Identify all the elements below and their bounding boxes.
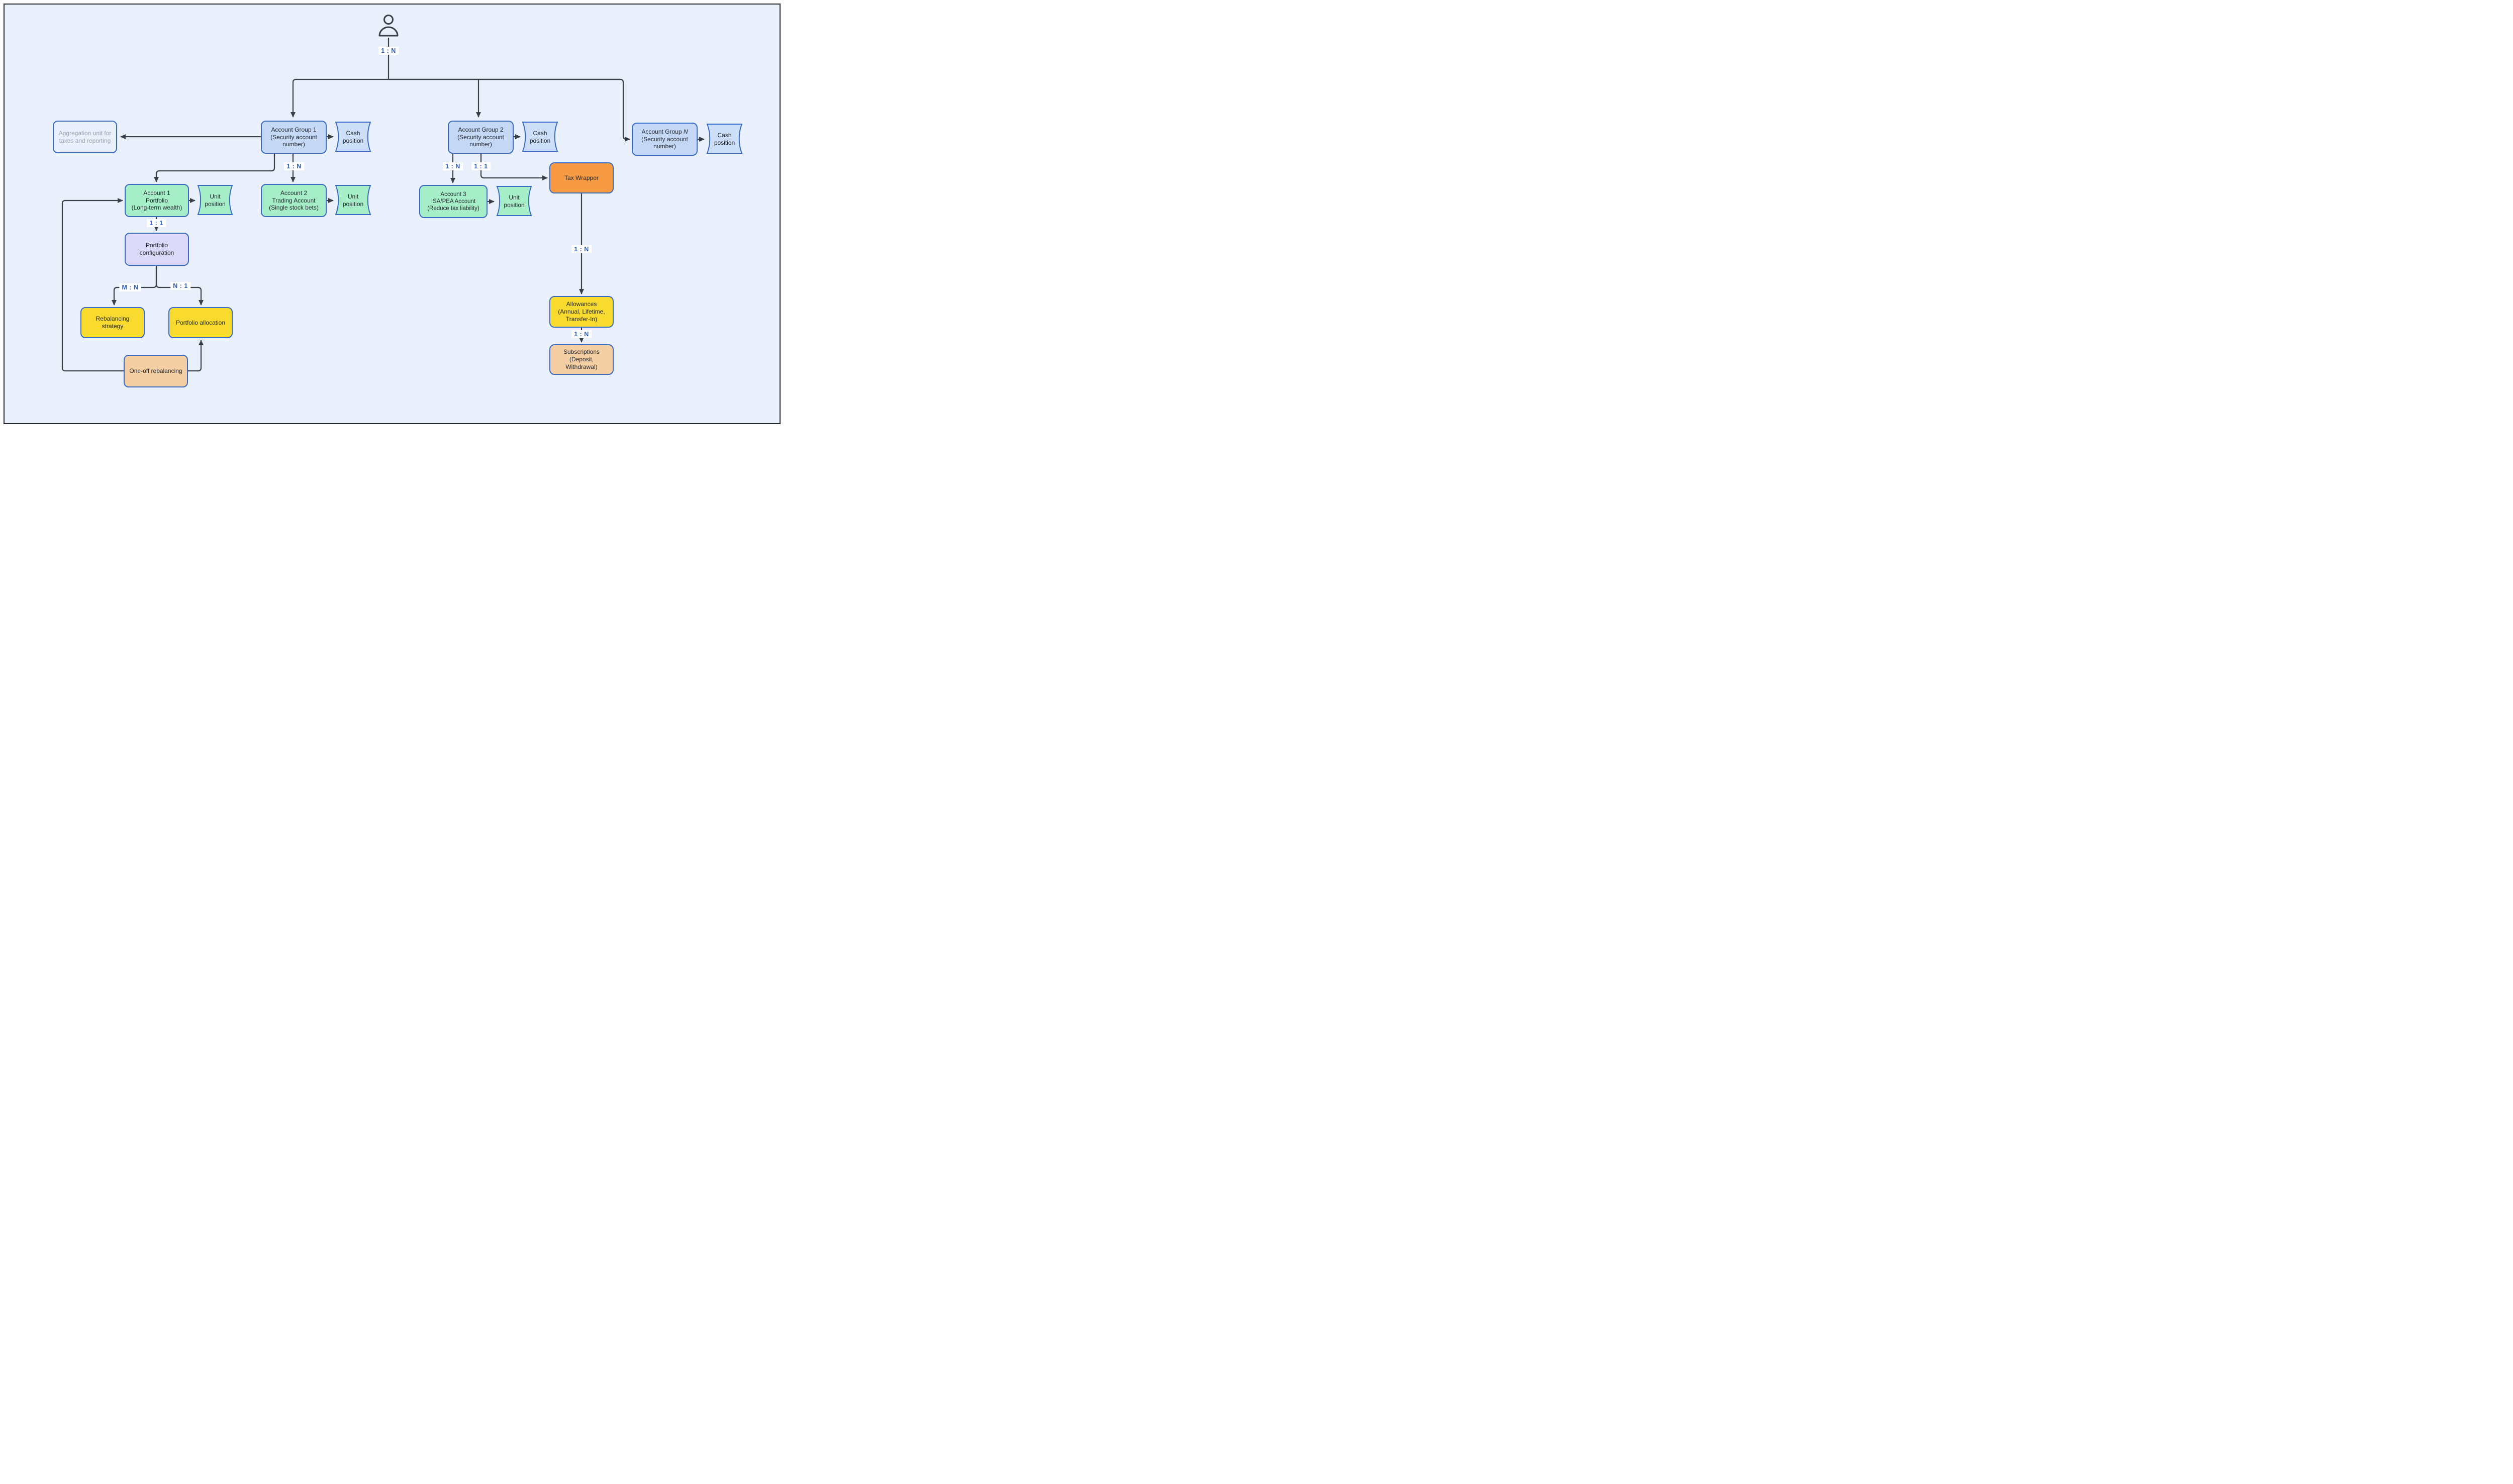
allowances-node: Allowances (Annual, Lifetime, Transfer-I… [549,296,614,328]
account-group-2-node: Account Group 2 (Security account number… [448,121,514,154]
tax-wrapper-node: Tax Wrapper [549,162,614,193]
unit-position-2-label: Unit position [342,192,364,208]
one-off-rebalancing-node: One-off rebalancing [124,355,188,387]
relation-allowances-subscriptions: 1 : N [571,330,592,338]
cash-position-1-node: Cash position [334,121,372,153]
document-shape-icon [706,124,743,154]
tax-wrapper-label: Tax Wrapper [564,174,599,181]
relation-configuration-rebalancing: M : N [119,283,141,291]
account-group-n-label: Account Group N (Security account number… [641,128,688,150]
document-shape-icon [335,122,371,152]
relation-taxwrapper-allowances: 1 : N [571,245,592,253]
diagram-canvas: Aggregation unit for taxes and reporting… [0,0,784,428]
canvas-frame [4,4,781,424]
one-off-rebalancing-label: One-off rebalancing [129,367,182,375]
cash-position-n-label: Cash position [714,131,735,146]
document-shape-icon [496,186,532,216]
cash-position-2-label: Cash position [529,129,551,144]
account-1-label: Account 1 Portfolio (Long-term wealth) [131,189,182,212]
relation-configuration-allocation: N : 1 [170,282,190,290]
unit-position-1-node: Unit position [196,184,234,217]
cash-position-2-node: Cash position [521,121,559,153]
relation-user-groups: 1 : N [378,47,399,55]
account-group-1-label: Account Group 1 (Security account number… [270,126,317,148]
portfolio-allocation-node: Portfolio allocation [168,307,233,338]
allowances-label: Allowances (Annual, Lifetime, Transfer-I… [558,301,605,323]
unit-position-1-label: Unit position [205,192,226,208]
cash-position-1-label: Cash position [342,129,364,144]
document-shape-icon [197,185,233,215]
portfolio-allocation-label: Portfolio allocation [175,319,226,326]
aggregation-unit-label: Aggregation unit for taxes and reporting [58,129,112,144]
relation-group1-account2: 1 : N [284,162,304,170]
account-group-1-node: Account Group 1 (Security account number… [261,121,327,154]
cash-position-n-node: Cash position [705,123,744,155]
rebalancing-strategy-node: Rebalancing strategy [80,307,145,338]
document-shape-icon [335,185,371,215]
account-group-n-node: Account Group N (Security account number… [632,123,698,156]
portfolio-configuration-node: Portfolio configuration [125,233,189,266]
relation-group2-account3: 1 : N [443,162,463,170]
account-group-2-label: Account Group 2 (Security account number… [457,126,504,148]
unit-position-3-label: Unit position [504,193,525,209]
portfolio-configuration-label: Portfolio configuration [139,242,174,256]
document-shape-icon [522,122,558,152]
account-3-node: Account 3 ISA/PEA Account (Reduce tax li… [419,185,488,218]
subscriptions-label: Subscriptions (Deposit, Withdrawal) [563,348,600,370]
subscriptions-node: Subscriptions (Deposit, Withdrawal) [549,344,614,375]
account-3-label: Account 3 ISA/PEA Account (Reduce tax li… [427,191,479,212]
aggregation-unit-node: Aggregation unit for taxes and reporting [53,121,117,153]
account-2-label: Account 2 Trading Account (Single stock … [269,189,319,212]
account-1-node: Account 1 Portfolio (Long-term wealth) [125,184,189,217]
unit-position-2-node: Unit position [334,184,372,217]
unit-position-3-node: Unit position [495,185,533,218]
relation-account1-configuration: 1 : 1 [147,219,166,227]
rebalancing-strategy-label: Rebalancing strategy [95,315,130,330]
user-icon [378,15,399,37]
account-2-node: Account 2 Trading Account (Single stock … [261,184,327,217]
relation-group2-taxwrapper: 1 : 1 [471,162,491,170]
